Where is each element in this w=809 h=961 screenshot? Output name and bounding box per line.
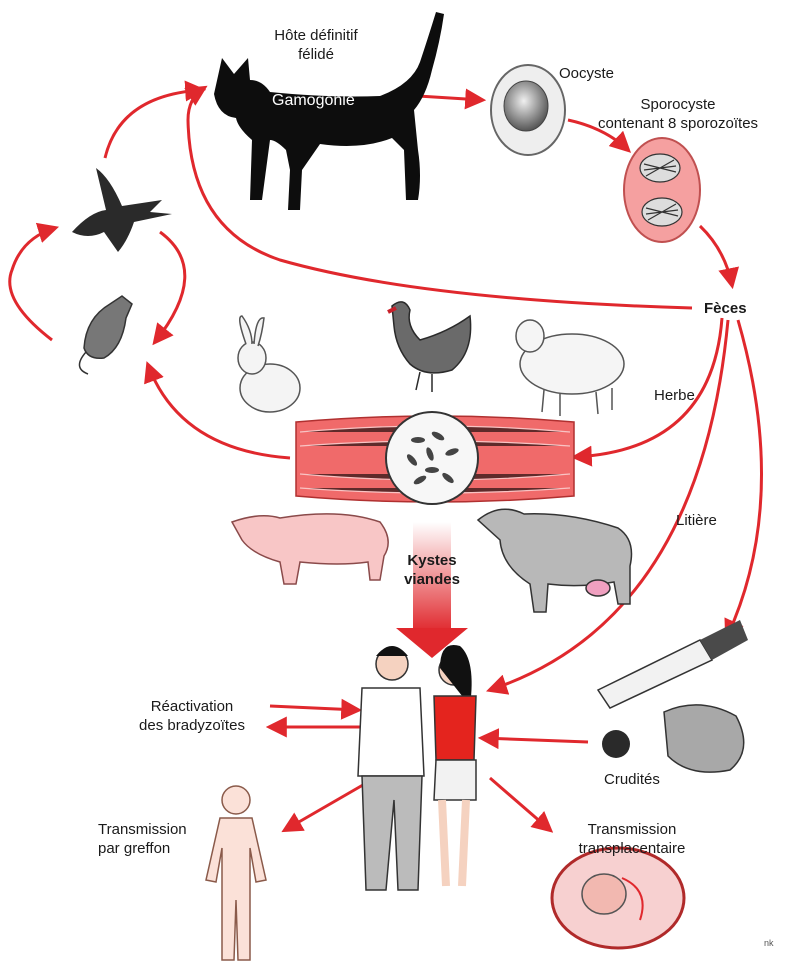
transplacental-transmission-label: Transmission transplacentaire: [566, 820, 698, 858]
litter-label: Litière: [676, 511, 717, 530]
arrow-cat-to-oocyst: [418, 96, 482, 100]
definitive-host-label: Hôte définitif félidé: [246, 26, 386, 64]
cow-icon: [478, 509, 632, 612]
gamogonie-label: Gamogonie: [272, 91, 355, 110]
arrow-bird-to-mouse: [155, 232, 185, 342]
meat-cysts-label: Kystes viandes: [392, 551, 472, 589]
oocyst-label: Oocyste: [559, 64, 614, 83]
oocyst-icon: [491, 65, 565, 155]
big-arrow-meat-cysts: [396, 522, 468, 658]
body-outline-icon: [206, 786, 266, 960]
fetus-icon: [552, 848, 684, 948]
bird-icon: [72, 168, 172, 252]
humans-icon: [358, 645, 476, 890]
mouse-icon: [79, 296, 132, 374]
arrow-humans-to-fetus: [490, 778, 550, 830]
arrow-sporocyst-to-feces: [700, 226, 732, 285]
arrow-mouse-to-bird: [10, 228, 55, 340]
sporocyst-icon: [624, 138, 700, 242]
rabbit-icon: [238, 316, 300, 412]
feces-label: Fèces: [704, 299, 747, 318]
arrow-feces-to-vegetables: [727, 320, 762, 637]
arrow-humans-to-graft: [285, 778, 375, 830]
graft-transmission-label: Transmission par greffon: [98, 820, 187, 858]
arrow-reactivation-in: [270, 706, 358, 710]
arrow-vegetables-to-humans: [482, 738, 588, 742]
reactivation-label: Réactivation des bradyzoïtes: [122, 697, 262, 735]
artist-signature: nk: [764, 934, 774, 953]
grass-label: Herbe: [654, 386, 695, 405]
raw-vegetables-label: Crudités: [604, 770, 660, 789]
muscle-cyst-icon: [296, 412, 574, 504]
vegetables-icon: [598, 620, 748, 772]
pig-icon: [232, 514, 388, 584]
sporocyst-label: Sporocyste contenant 8 sporozoïtes: [574, 95, 782, 133]
chicken-icon: [388, 302, 471, 392]
sheep-icon: [516, 320, 624, 416]
